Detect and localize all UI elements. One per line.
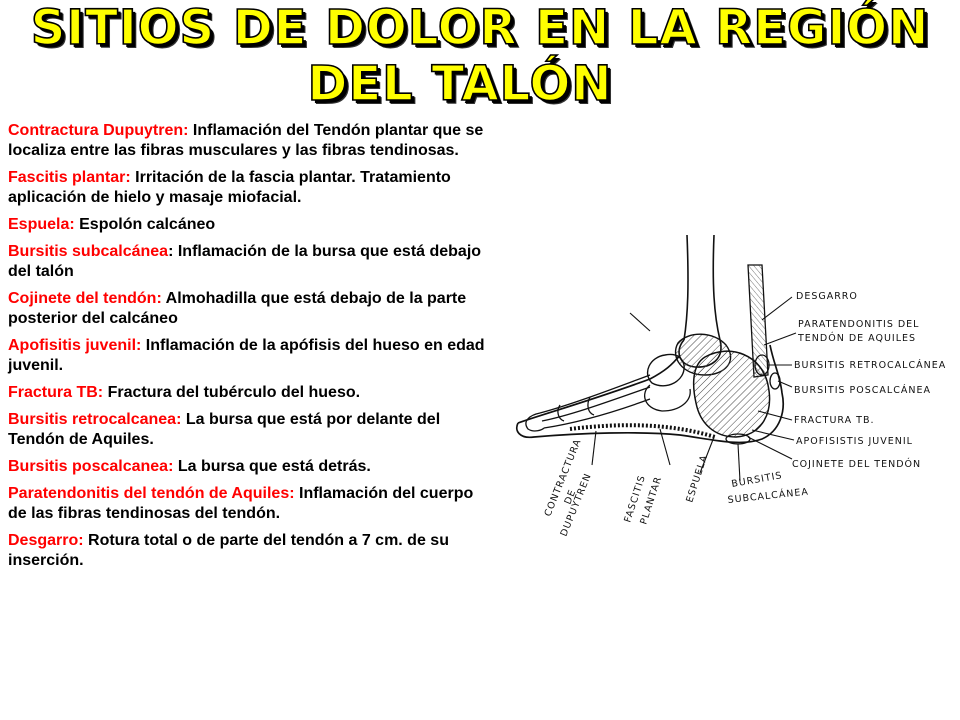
label-bursitis-retro: BURSITIS RETROCALCÁNEA <box>794 359 946 371</box>
definition-term: Bursitis retrocalcanea: <box>8 411 182 428</box>
definition-item: Fascitis plantar: Irritación de la fasci… <box>8 168 488 208</box>
label-bursitis-sub-1: BURSITIS <box>731 470 784 490</box>
calcaneus-bone <box>692 350 771 438</box>
forefoot-bones <box>525 374 651 432</box>
definition-item: Bursitis poscalcanea: La bursa que está … <box>8 457 488 477</box>
definition-item: Bursitis retrocalcanea: La bursa que est… <box>8 410 488 450</box>
cuboid-bone <box>644 384 691 412</box>
definition-text: Almohadilla que está debajo de la parte … <box>8 290 467 327</box>
heel-diagram: DESGARRO PARATENDONITIS DEL TENDÓN DE AQ… <box>500 225 960 555</box>
definition-text: Inflamación de la apófisis del hueso en … <box>8 337 485 374</box>
definition-term: Paratendonitis del tendón de Aquiles: <box>8 485 295 502</box>
definition-term: Apofisitis juvenil: <box>8 337 142 354</box>
foot-outline <box>515 344 784 444</box>
label-desgarro: DESGARRO <box>796 291 858 302</box>
page-title: Sitios de dolor en la región del talón <box>0 0 960 113</box>
label-fractura: FRACTURA TB. <box>794 415 874 426</box>
definition-item: Paratendonitis del tendón de Aquiles: In… <box>8 484 488 524</box>
poscalcaneal-bursa <box>769 372 781 390</box>
definition-item: Apofisitis juvenil: Inflamación de la ap… <box>8 336 488 376</box>
definition-text: Inflamación del Tendón plantar que se lo… <box>8 122 484 159</box>
definition-text: La bursa que está detrás. <box>173 458 371 475</box>
label-espuela: ESPUELA <box>684 453 710 504</box>
definition-item: Cojinete del tendón: Almohadilla que est… <box>8 289 488 329</box>
navicular-bone <box>647 353 685 387</box>
definitions-list: Contractura Dupuytren: Inflamación del T… <box>8 121 488 578</box>
definition-item: Desgarro: Rotura total o de parte del te… <box>8 531 488 571</box>
definition-text: Fractura del tubérculo del hueso. <box>103 384 361 401</box>
leader-lines <box>591 296 797 482</box>
definition-item: Espuela: Espolón calcáneo <box>8 215 488 235</box>
achilles-tendon <box>747 264 769 378</box>
definition-text: Rotura total o de parte del tendón a 7 c… <box>8 532 449 569</box>
definition-term: Desgarro: <box>8 532 84 549</box>
definition-text: Irritación de la fascia plantar. Tratami… <box>8 169 451 206</box>
definition-term: Fractura TB: <box>8 384 104 401</box>
definition-text: Espolón calcáneo <box>74 216 216 233</box>
plantar-fascia <box>569 423 716 439</box>
definition-term: Contractura Dupuytren: <box>8 122 189 139</box>
title-line-2: del talón <box>307 55 613 113</box>
definition-term: Cojinete del tendón: <box>8 290 162 307</box>
foot-sketch: DESGARRO PARATENDONITIS DEL TENDÓN DE AQ… <box>515 234 946 538</box>
definition-item: Contractura Dupuytren: Inflamación del T… <box>8 121 488 161</box>
label-contractura-2: DE <box>563 488 579 506</box>
definition-item: Bursitis subcalcánea: Inflamación de la … <box>8 242 488 282</box>
title-line-1: Sitios de dolor en la región <box>30 0 930 57</box>
label-cojinete: COJINETE DEL TENDÓN <box>792 458 921 470</box>
definition-text: : Inflamación de la bursa que está debaj… <box>8 243 482 280</box>
label-paratendonitis-1: PARATENDONITIS DEL <box>798 319 919 330</box>
label-apofisitis: APOFISISTIS JUVENIL <box>796 436 913 447</box>
label-paratendonitis-2: TENDÓN DE AQUILES <box>797 332 916 344</box>
definition-term: Fascitis plantar: <box>8 169 131 186</box>
definition-term: Bursitis subcalcánea <box>8 243 169 260</box>
definition-text: Inflamación del cuerpo de las fibras ten… <box>8 485 474 522</box>
definition-text: La bursa que está por delante del Tendón… <box>8 411 441 448</box>
label-bursitis-pos: BURSITIS POSCALCÁNEA <box>794 384 931 396</box>
definition-item: Fractura TB: Fractura del tubérculo del … <box>8 383 488 403</box>
definition-term: Espuela: <box>8 216 75 233</box>
definition-term: Bursitis poscalcanea: <box>8 458 174 475</box>
